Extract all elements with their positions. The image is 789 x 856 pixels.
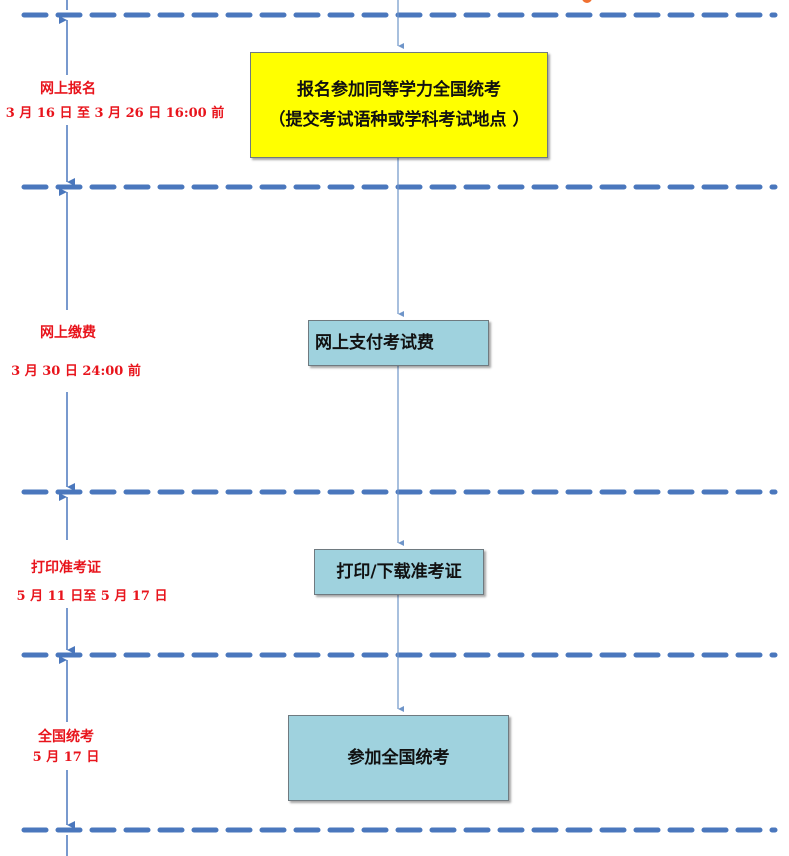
step-exam-box: 参加全国统考 — [288, 715, 509, 801]
stage-2-name: 网上缴费 — [40, 325, 96, 341]
orange-dot — [582, 0, 592, 3]
step-register-box: 报名参加同等学力全国统考 （提交考试语种或学科考试地点 ） — [250, 52, 548, 158]
stage-1-name: 网上报名 — [40, 81, 96, 97]
step-exam-title: 参加全国统考 — [347, 748, 450, 768]
step-admission-ticket-title: 打印/下载准考证 — [336, 562, 462, 582]
step-admission-ticket-box: 打印/下载准考证 — [314, 549, 484, 595]
step-payment-box: 网上支付考试费 — [308, 320, 489, 366]
step-payment-title: 网上支付考试费 — [315, 333, 434, 353]
stage-2-date: 3 月 30 日 24:00 前 — [11, 364, 141, 379]
step-register-note: （提交考试语种或学科考试地点 ） — [268, 110, 530, 130]
step-register-title: 报名参加同等学力全国统考 — [297, 80, 501, 100]
stage-4-date: 5 月 17 日 — [32, 750, 100, 765]
stage-1-date: 3 月 16 日 至 3 月 26 日 16:00 前 — [5, 106, 225, 121]
stage-4-name: 全国统考 — [38, 729, 94, 745]
stage-3-date: 5 月 11 日至 5 月 17 日 — [16, 589, 168, 604]
stage-3-name: 打印准考证 — [31, 560, 101, 576]
stage-dividers — [21, 12, 778, 833]
